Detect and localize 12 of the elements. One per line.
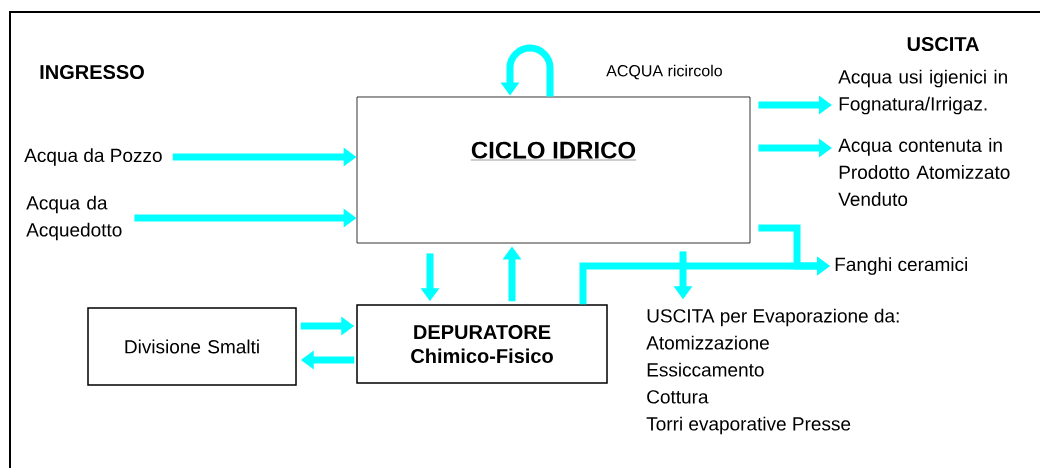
output-label: Acqua contenuta in Prodotto Atomizzato Venduto: [838, 138, 1010, 206]
process-box: DEPURATORE Chimico-Fisico: [356, 304, 608, 384]
output-label: Fanghi ceramici: [835, 257, 967, 275]
input-label: Acqua da Acquedotto: [26, 195, 122, 241]
output-label: Acqua usi igienici in Fognatura/Irrigaz.: [838, 69, 1007, 115]
input-label: Acqua da Pozzo: [24, 148, 162, 166]
process-box: Divisione Smalti: [87, 307, 297, 386]
edge-label: ACQUA ricircolo: [606, 64, 722, 80]
main-box: CICLO IDRICO: [356, 96, 751, 244]
output-list: USCITA per Evaporazione da: Atomizzazione Essiccamento Cottura Torri evaporative Presse: [646, 308, 899, 435]
section-heading: INGRESSO: [40, 64, 144, 80]
section-heading: USCITA: [907, 36, 979, 52]
